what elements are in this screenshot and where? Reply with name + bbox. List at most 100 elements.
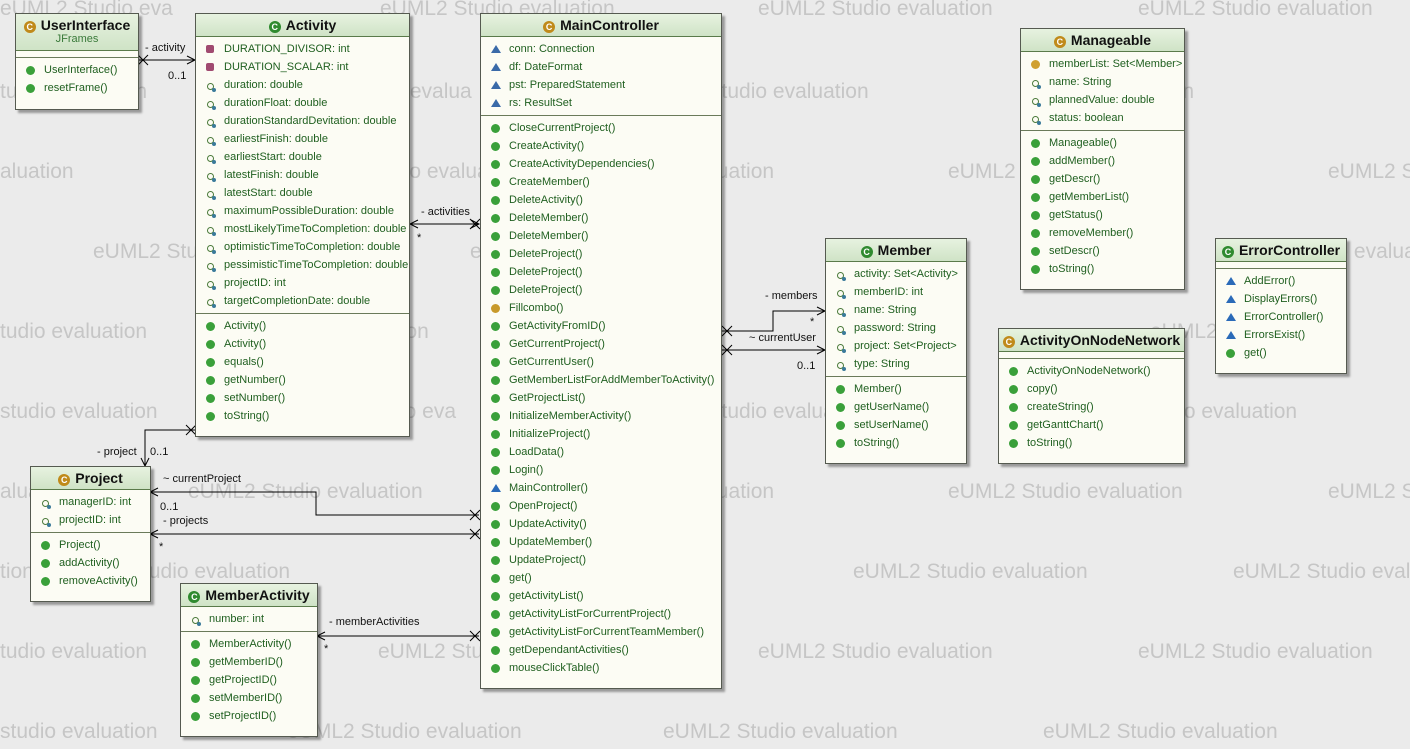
method-row[interactable]: ErrorController() <box>1216 308 1346 326</box>
field-row[interactable]: earliestStart: double <box>196 148 409 166</box>
method-row[interactable]: CloseCurrentProject() <box>481 119 721 137</box>
method-row[interactable]: copy() <box>999 380 1184 398</box>
method-row[interactable]: mouseClickTable() <box>481 659 721 677</box>
method-row[interactable]: DeleteMember() <box>481 209 721 227</box>
field-row[interactable]: df: DateFormat <box>481 58 721 76</box>
field-row[interactable]: pessimisticTimeToCompletion: double <box>196 256 409 274</box>
field-row[interactable]: DURATION_SCALAR: int <box>196 58 409 76</box>
method-row[interactable]: DeleteMember() <box>481 227 721 245</box>
method-row[interactable]: getActivityList() <box>481 587 721 605</box>
method-row[interactable]: setMemberID() <box>181 689 317 707</box>
method-row[interactable]: CreateActivityDependencies() <box>481 155 721 173</box>
field-row[interactable]: pst: PreparedStatement <box>481 76 721 94</box>
field-row[interactable]: activity: Set<Activity> <box>826 265 966 283</box>
method-row[interactable]: getActivityListForCurrentTeamMember() <box>481 623 721 641</box>
method-row[interactable]: equals() <box>196 353 409 371</box>
method-row[interactable]: removeMember() <box>1021 224 1184 242</box>
field-row[interactable]: duration: double <box>196 76 409 94</box>
field-row[interactable]: conn: Connection <box>481 40 721 58</box>
method-row[interactable]: DeleteProject() <box>481 245 721 263</box>
method-row[interactable]: Project() <box>31 536 150 554</box>
field-row[interactable]: rs: ResultSet <box>481 94 721 112</box>
field-row[interactable]: project: Set<Project> <box>826 337 966 355</box>
method-row[interactable]: getMemberList() <box>1021 188 1184 206</box>
method-row[interactable]: Manageable() <box>1021 134 1184 152</box>
field-row[interactable]: DURATION_DIVISOR: int <box>196 40 409 58</box>
field-row[interactable]: earliestFinish: double <box>196 130 409 148</box>
method-row[interactable]: Member() <box>826 380 966 398</box>
method-row[interactable]: getGanttChart() <box>999 416 1184 434</box>
field-row[interactable]: status: boolean <box>1021 109 1184 127</box>
method-row[interactable]: InitializeMemberActivity() <box>481 407 721 425</box>
field-row[interactable]: maximumPossibleDuration: double <box>196 202 409 220</box>
method-row[interactable]: addActivity() <box>31 554 150 572</box>
method-row[interactable]: get() <box>481 569 721 587</box>
method-row[interactable]: getStatus() <box>1021 206 1184 224</box>
method-row[interactable]: DeleteProject() <box>481 281 721 299</box>
method-row[interactable]: setUserName() <box>826 416 966 434</box>
field-row[interactable]: number: int <box>181 610 317 628</box>
method-row[interactable]: createString() <box>999 398 1184 416</box>
method-row[interactable]: UpdateActivity() <box>481 515 721 533</box>
field-row[interactable]: password: String <box>826 319 966 337</box>
method-row[interactable]: addMember() <box>1021 152 1184 170</box>
method-row[interactable]: Activity() <box>196 317 409 335</box>
method-row[interactable]: setProjectID() <box>181 707 317 725</box>
method-row[interactable]: getDependantActivities() <box>481 641 721 659</box>
method-row[interactable]: GetCurrentUser() <box>481 353 721 371</box>
method-row[interactable]: GetCurrentProject() <box>481 335 721 353</box>
method-row[interactable]: AddError() <box>1216 272 1346 290</box>
method-row[interactable]: UpdateMember() <box>481 533 721 551</box>
method-row[interactable]: get() <box>1216 344 1346 362</box>
method-row[interactable]: DeleteActivity() <box>481 191 721 209</box>
method-row[interactable]: removeActivity() <box>31 572 150 590</box>
method-row[interactable]: MainController() <box>481 479 721 497</box>
method-row[interactable]: toString() <box>999 434 1184 452</box>
field-row[interactable]: optimisticTimeToCompletion: double <box>196 238 409 256</box>
method-row[interactable]: GetProjectList() <box>481 389 721 407</box>
method-row[interactable]: getProjectID() <box>181 671 317 689</box>
field-row[interactable]: projectID: int <box>31 511 150 529</box>
method-row[interactable]: Activity() <box>196 335 409 353</box>
method-row[interactable]: getNumber() <box>196 371 409 389</box>
field-row[interactable]: targetCompletionDate: double <box>196 292 409 310</box>
method-row[interactable]: UpdateProject() <box>481 551 721 569</box>
method-row[interactable]: toString() <box>1021 260 1184 278</box>
field-row[interactable]: name: String <box>826 301 966 319</box>
field-row[interactable]: name: String <box>1021 73 1184 91</box>
method-row[interactable]: InitializeProject() <box>481 425 721 443</box>
method-row[interactable]: getActivityListForCurrentProject() <box>481 605 721 623</box>
method-row[interactable]: DeleteProject() <box>481 263 721 281</box>
method-row[interactable]: setNumber() <box>196 389 409 407</box>
field-row[interactable]: projectID: int <box>196 274 409 292</box>
method-row[interactable]: CreateMember() <box>481 173 721 191</box>
field-row[interactable]: durationFloat: double <box>196 94 409 112</box>
method-row[interactable]: CreateActivity() <box>481 137 721 155</box>
method-row[interactable]: GetActivityFromID() <box>481 317 721 335</box>
field-row[interactable]: type: String <box>826 355 966 373</box>
field-row[interactable]: latestFinish: double <box>196 166 409 184</box>
method-row[interactable]: getUserName() <box>826 398 966 416</box>
method-row[interactable]: DisplayErrors() <box>1216 290 1346 308</box>
method-row[interactable]: getMemberID() <box>181 653 317 671</box>
method-row[interactable]: setDescr() <box>1021 242 1184 260</box>
method-row[interactable]: Login() <box>481 461 721 479</box>
field-row[interactable]: memberID: int <box>826 283 966 301</box>
method-row[interactable]: OpenProject() <box>481 497 721 515</box>
method-row[interactable]: MemberActivity() <box>181 635 317 653</box>
field-row[interactable]: mostLikelyTimeToCompletion: double <box>196 220 409 238</box>
method-row[interactable]: Fillcombo() <box>481 299 721 317</box>
field-row[interactable]: durationStandardDevitation: double <box>196 112 409 130</box>
field-row[interactable]: plannedValue: double <box>1021 91 1184 109</box>
method-row[interactable]: UserInterface() <box>16 61 138 79</box>
method-row[interactable]: toString() <box>826 434 966 452</box>
method-row[interactable]: toString() <box>196 407 409 425</box>
